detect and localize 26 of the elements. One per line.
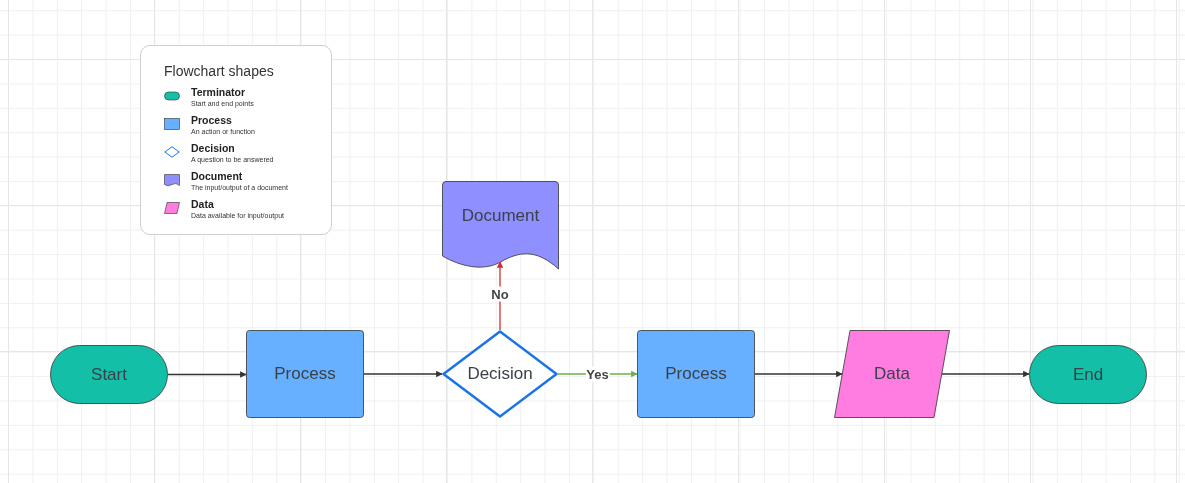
edge-label: Yes: [585, 366, 610, 382]
legend-label: Document: [191, 170, 243, 182]
legend-title: Flowchart shapes: [164, 63, 274, 79]
arrow: [363, 370, 443, 378]
process-box: [246, 330, 364, 418]
node-text: Document: [461, 205, 540, 226]
arrow: [941, 370, 1030, 378]
legend-label: Data: [191, 198, 214, 210]
legend-label: Process: [191, 114, 232, 126]
node-text: Start: [91, 364, 127, 385]
node-text: Decision: [467, 364, 533, 384]
arrow: [496, 261, 504, 331]
document-shape: [442, 181, 559, 270]
edge-label: No: [490, 286, 510, 302]
legend-label: Decision: [191, 142, 235, 154]
legend-label: Terminator: [191, 86, 246, 98]
arrow: [754, 370, 843, 378]
node-text: End: [1072, 364, 1104, 385]
decision-diamond: [442, 330, 558, 418]
node-text: Process: [274, 364, 336, 384]
node-text: Process: [665, 364, 727, 384]
process-box: [637, 330, 755, 418]
terminator-shape: [1029, 345, 1147, 404]
arrow: [167, 371, 247, 378]
node-text: Data: [874, 364, 910, 384]
data-parallelogram: [834, 330, 950, 418]
